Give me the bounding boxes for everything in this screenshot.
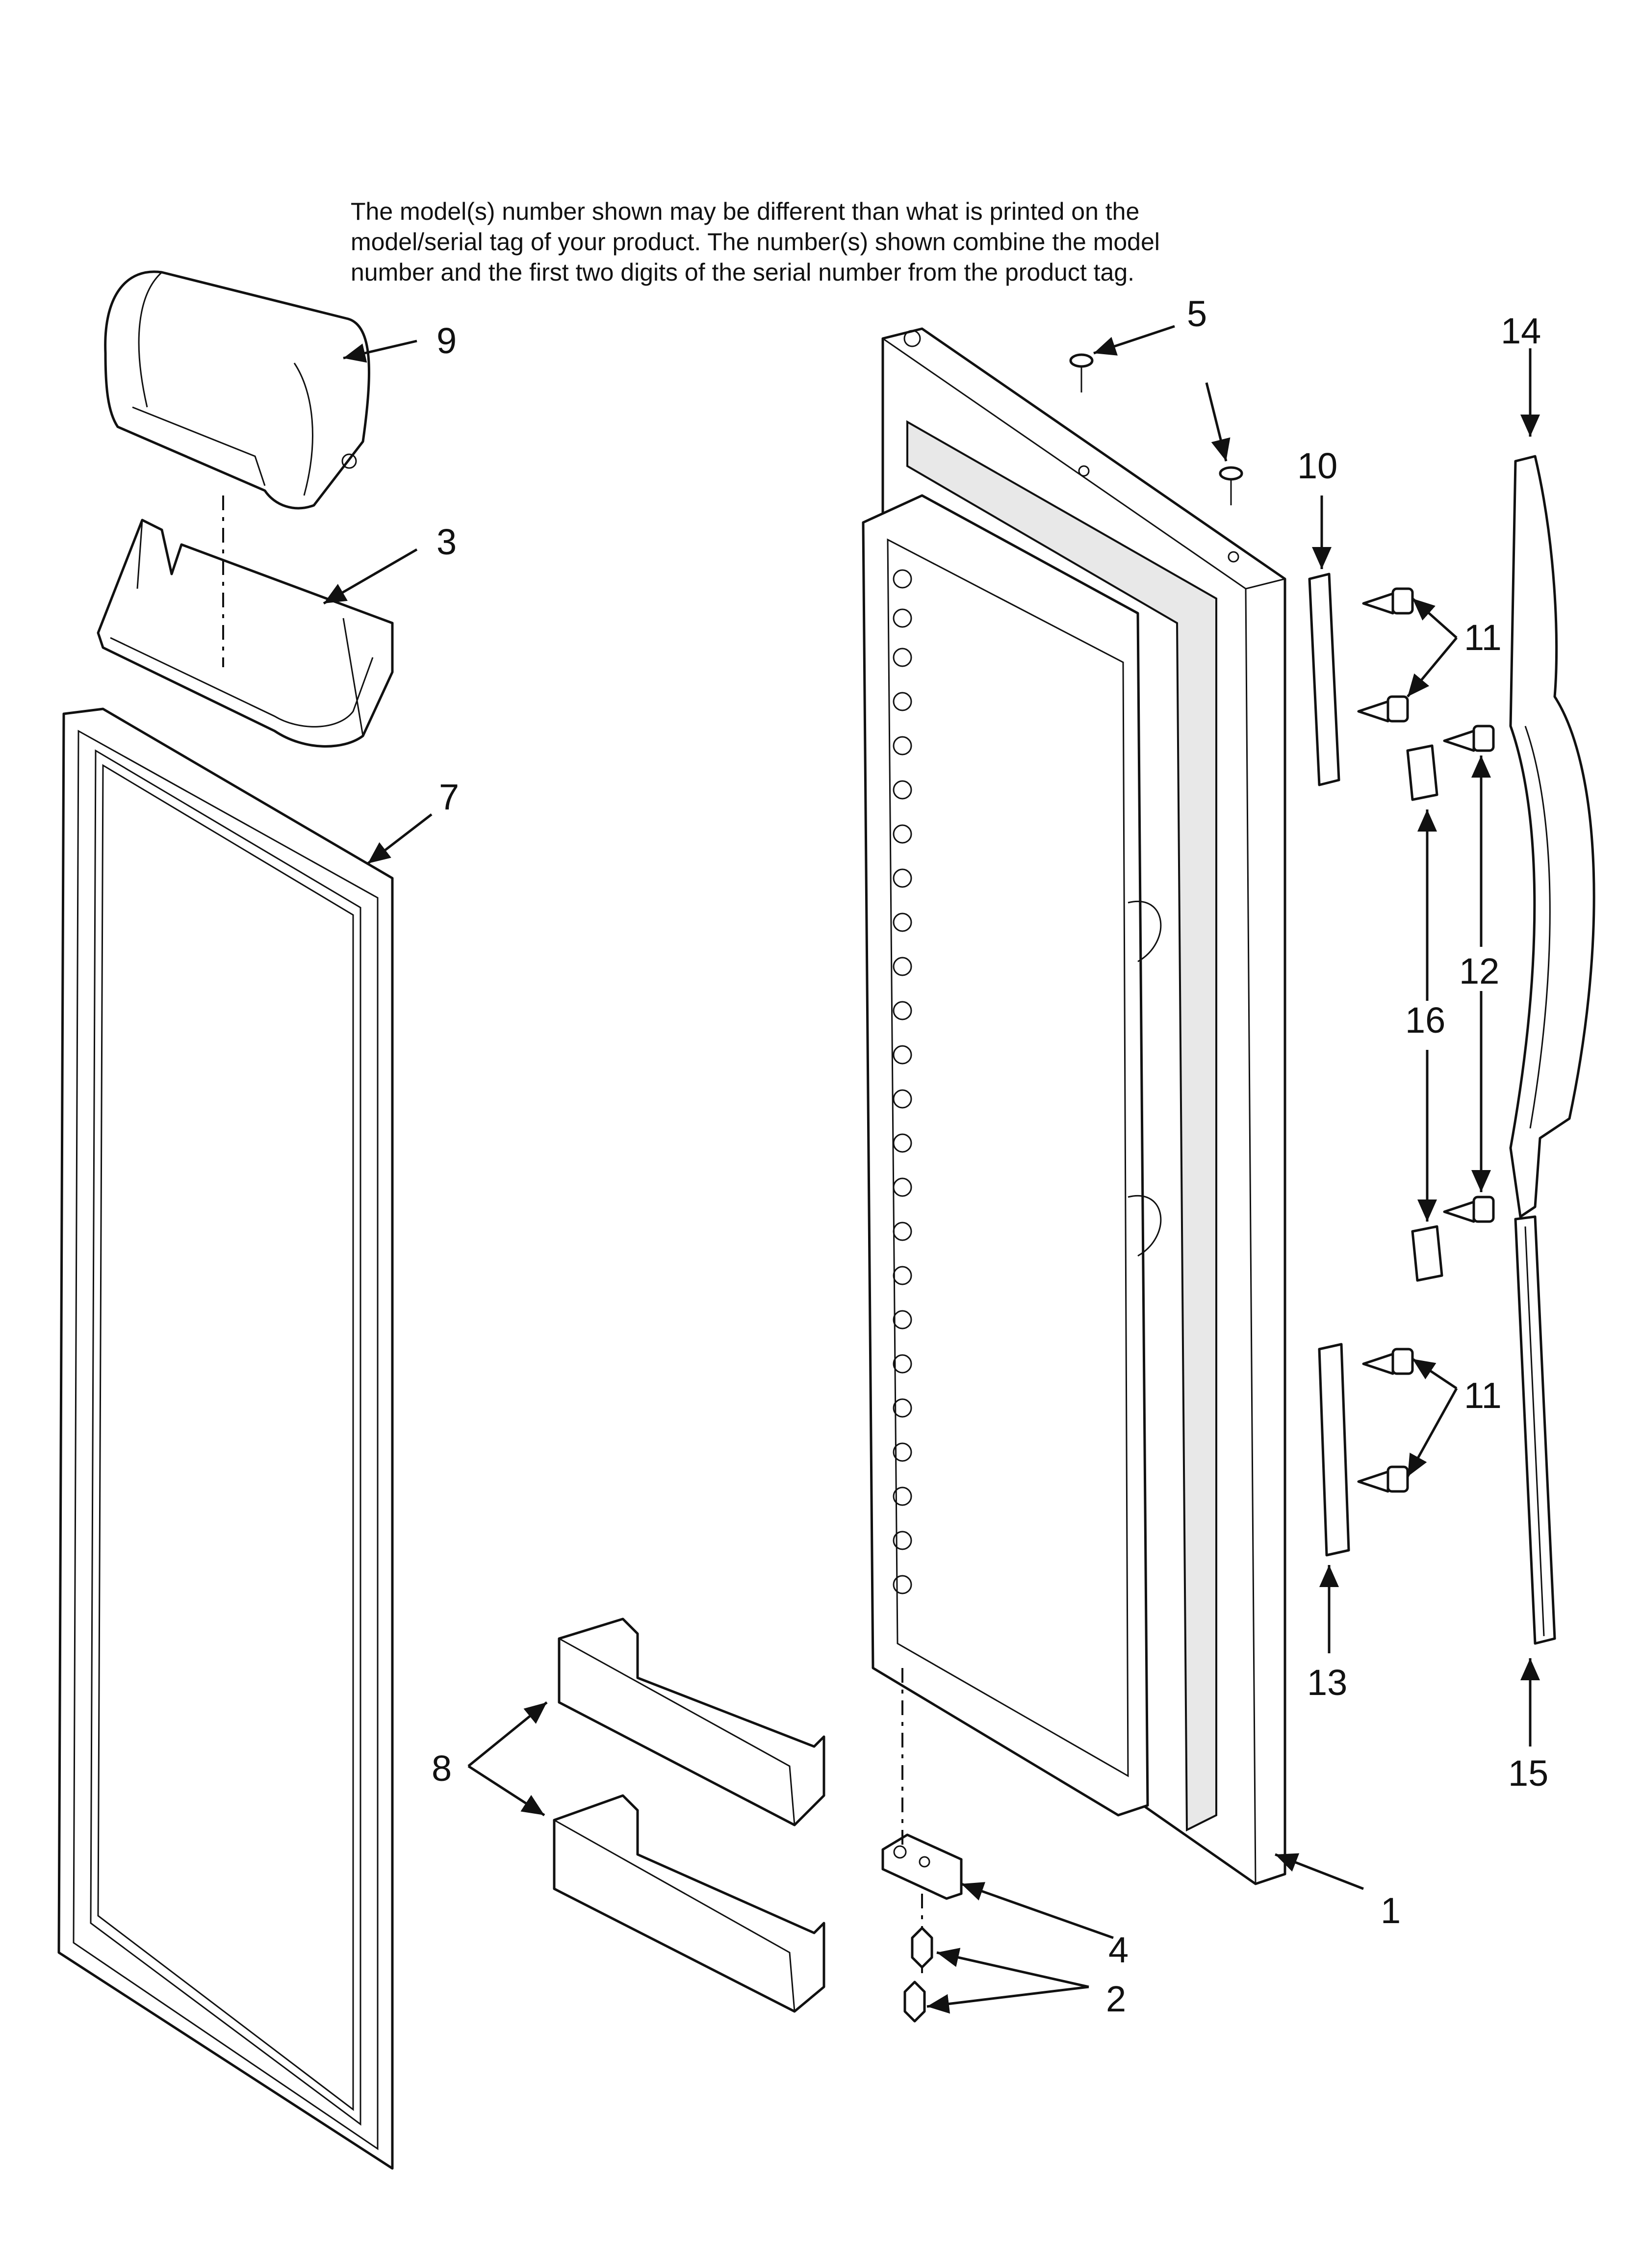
callout-labels: 9 3 7 5 10 11 14 12 16 11 13 15 1 4 2 8: [432, 293, 1548, 2019]
leader-arrows: [323, 325, 1540, 2014]
part-8-door-bins: [553, 1617, 825, 2013]
callout-10: 10: [1297, 445, 1337, 486]
part-13-end-cap: [1318, 1343, 1350, 1557]
callout-2: 2: [1106, 1979, 1126, 2019]
part-3-bin: [97, 519, 394, 748]
callout-7: 7: [439, 777, 459, 817]
callout-13: 13: [1307, 1662, 1347, 1703]
callout-16: 16: [1405, 1000, 1445, 1041]
part-5-plugs: [1069, 353, 1243, 563]
callout-4: 4: [1108, 1929, 1129, 1970]
callout-1: 1: [1381, 1890, 1401, 1931]
callout-8: 8: [432, 1748, 452, 1789]
callout-11-lower: 11: [1464, 1375, 1502, 1416]
part-14-handle: [1509, 455, 1595, 1218]
note-line-2: model/serial tag of your product. The nu…: [351, 228, 1160, 256]
model-number-note: The model(s) number shown may be differe…: [351, 196, 1381, 287]
part-1-door: [862, 327, 1286, 1885]
callout-11-upper: 11: [1464, 617, 1502, 658]
callout-14: 14: [1501, 311, 1541, 351]
part-4-hinge-bracket: [881, 1833, 963, 1900]
part-7-door-gasket: [57, 707, 394, 2170]
note-line-3: number and the first two digits of the s…: [351, 259, 1135, 286]
callout-12: 12: [1459, 951, 1499, 991]
door-shelf-clips: [893, 569, 912, 1594]
part-2-screws: [903, 1927, 933, 2023]
part-10-end-cap: [1308, 573, 1340, 786]
part-9-cover: [104, 270, 370, 510]
part-12-screws: [1443, 725, 1495, 1223]
note-line-1: The model(s) number shown may be differe…: [351, 198, 1140, 225]
callout-9: 9: [436, 320, 457, 361]
callout-3: 3: [436, 521, 457, 562]
callout-15: 15: [1508, 1753, 1548, 1794]
part-15-handle-trim: [1514, 1215, 1556, 1645]
part-16-clips: [1406, 744, 1443, 1282]
part-11-screws: [1357, 587, 1414, 1493]
callout-5: 5: [1187, 293, 1207, 334]
